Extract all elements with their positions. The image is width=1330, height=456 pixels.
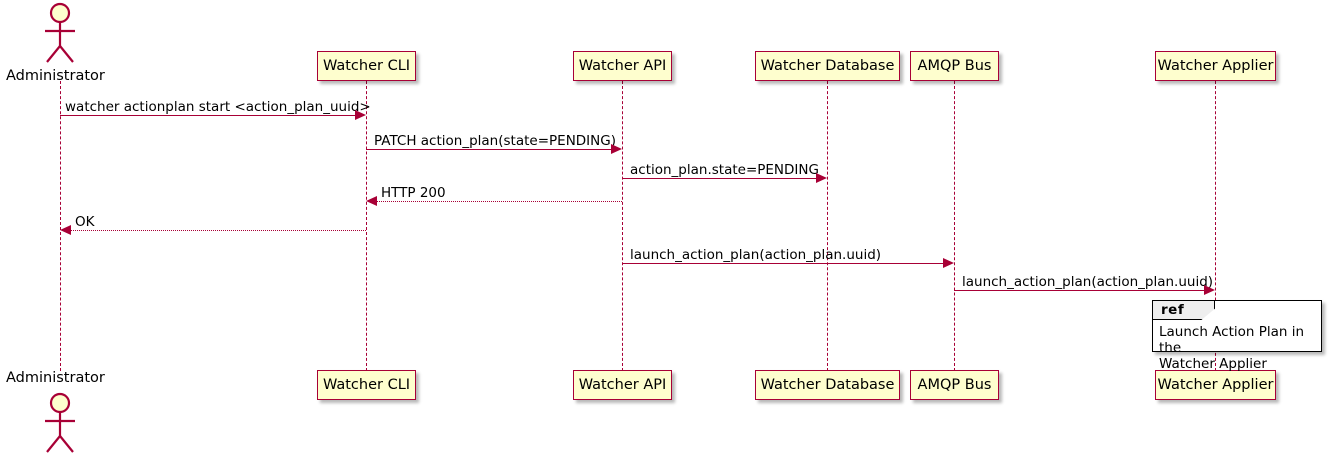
arrowhead-right-icon [816, 173, 827, 183]
participant-box-watcher-api-top[interactable]: Watcher API [573, 51, 672, 81]
ref-fragment-body: Launch Action Plan in the Watcher Applie… [1153, 322, 1321, 374]
participant-box-watcher-database-top[interactable]: Watcher Database [755, 51, 900, 81]
participant-box-watcher-applier-bottom[interactable]: Watcher Applier [1155, 370, 1276, 400]
message-label-action-plan-state-pending: action_plan.state=PENDING [630, 162, 819, 178]
actor-label-administrator-top: Administrator [6, 68, 105, 84]
lifeline-amqp-bus [954, 81, 955, 371]
actor-figure-administrator-top [45, 2, 75, 63]
message-label-launch-action-plan-api: launch_action_plan(action_plan.uuid) [630, 247, 882, 263]
ref-fragment-body-line-2: Watcher Applier [1159, 356, 1267, 372]
message-line-patch-action-plan [366, 149, 611, 150]
message-line-launch-action-plan-api [622, 263, 943, 264]
lifeline-watcher-cli [366, 81, 367, 371]
message-line-watcher-actionplan-start [60, 115, 355, 116]
arrowhead-right-icon [943, 258, 954, 268]
lifeline-watcher-database [827, 81, 828, 371]
message-line-ok [71, 230, 366, 231]
arrowhead-left-icon [366, 196, 377, 206]
participant-box-amqp-bus-bottom[interactable]: AMQP Bus [910, 370, 999, 400]
arrowhead-left-icon [60, 225, 71, 235]
ref-fragment-tab-label: ref [1153, 301, 1215, 320]
arrowhead-right-icon [355, 110, 366, 120]
participant-box-watcher-cli-top[interactable]: Watcher CLI [317, 51, 416, 81]
message-line-action-plan-state-pending [622, 178, 816, 179]
message-label-patch-action-plan: PATCH action_plan(state=PENDING) [374, 133, 616, 149]
message-line-http-200 [377, 201, 622, 202]
message-line-launch-action-plan-bus [954, 290, 1204, 291]
ref-fragment[interactable]: ref Launch Action Plan in the Watcher Ap… [1152, 300, 1322, 372]
actor-figure-administrator-bottom [45, 392, 75, 453]
lifeline-watcher-api [622, 81, 623, 371]
actor-label-administrator-bottom: Administrator [6, 370, 105, 386]
message-label-http-200: HTTP 200 [381, 185, 446, 201]
message-label-launch-action-plan-bus: launch_action_plan(action_plan.uuid) [962, 274, 1214, 290]
message-label-ok: OK [75, 214, 95, 230]
message-label-watcher-actionplan-start: watcher actionplan start <action_plan_uu… [65, 99, 371, 115]
arrowhead-right-icon [611, 144, 622, 154]
ref-fragment-body-line-1: Launch Action Plan in the [1159, 324, 1305, 356]
participant-box-watcher-cli-bottom[interactable]: Watcher CLI [317, 370, 416, 400]
participant-box-amqp-bus-top[interactable]: AMQP Bus [910, 51, 999, 81]
lifeline-watcher-applier [1215, 81, 1216, 371]
participant-box-watcher-api-bottom[interactable]: Watcher API [573, 370, 672, 400]
participant-box-watcher-database-bottom[interactable]: Watcher Database [755, 370, 900, 400]
participant-box-watcher-applier-top[interactable]: Watcher Applier [1155, 51, 1276, 81]
arrowhead-right-icon [1204, 285, 1215, 295]
